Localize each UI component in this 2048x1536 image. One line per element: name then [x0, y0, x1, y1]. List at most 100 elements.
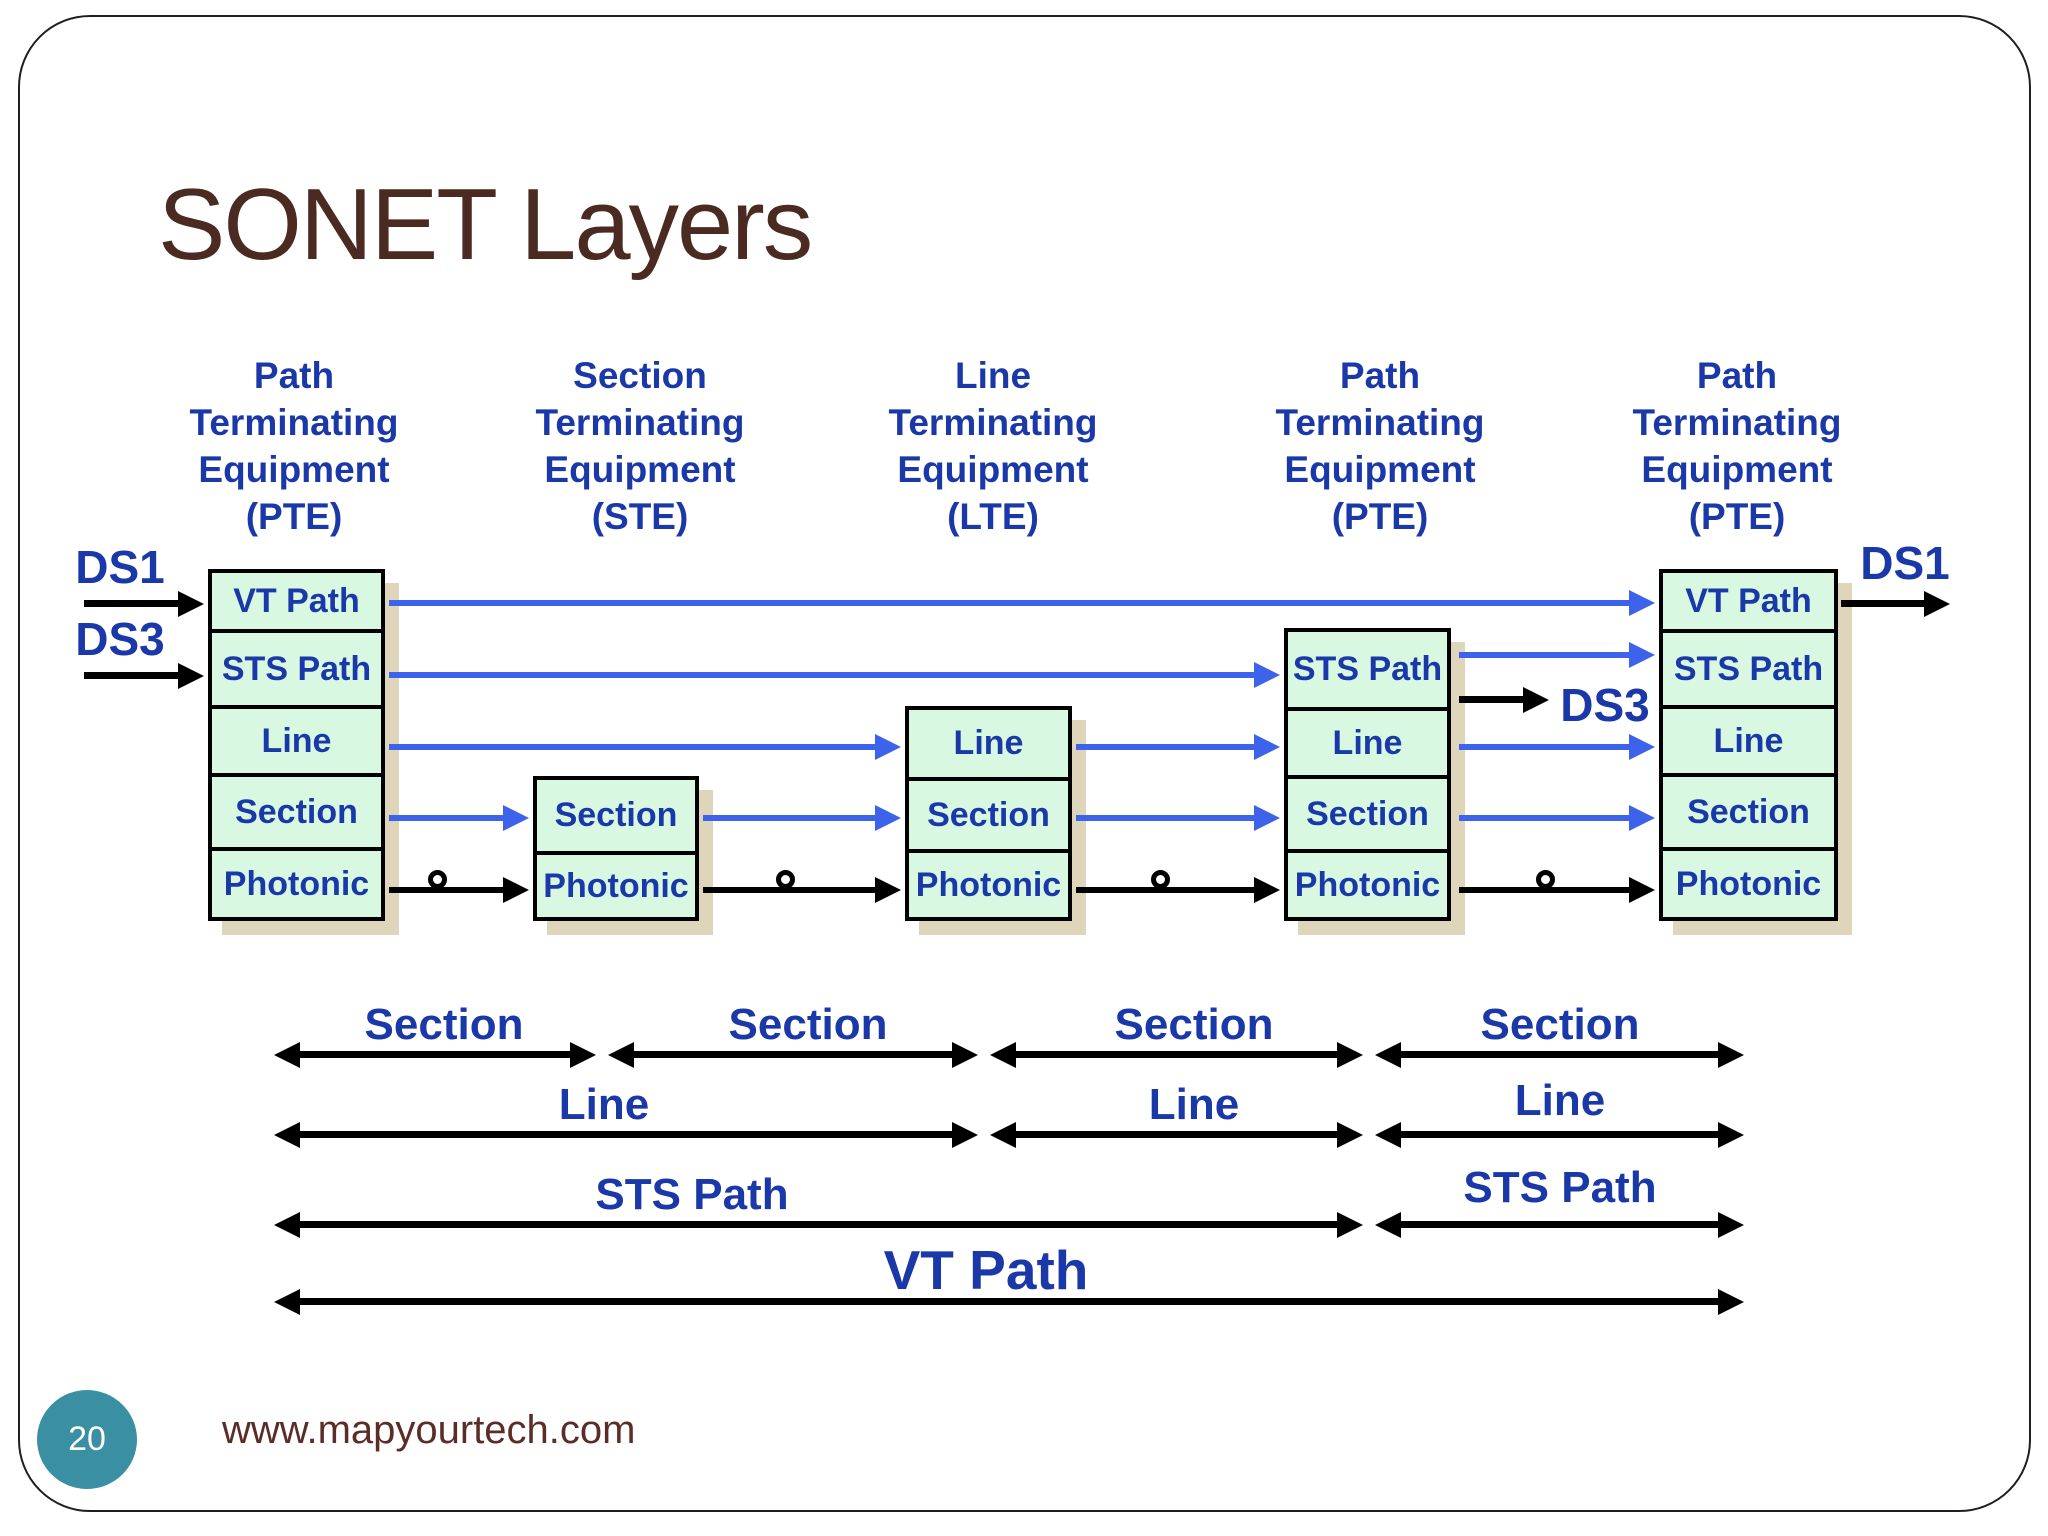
section-span-label-3: Section	[1114, 1000, 1274, 1049]
layer-row-line: Line	[1288, 707, 1447, 775]
section-arrow-2	[703, 815, 875, 821]
ds1-input-arrow	[84, 600, 178, 607]
section-arrow-1	[389, 815, 503, 821]
line-arrow-3	[1459, 744, 1629, 750]
layer-row-photonic: Photonic	[212, 847, 381, 917]
layer-label: Photonic	[543, 866, 689, 905]
ds1-input-label: DS1	[75, 541, 165, 593]
layer-label: Line	[953, 724, 1024, 762]
slide-title: SONET Layers	[158, 169, 813, 281]
layer-label: Line	[261, 721, 332, 760]
layer-row-vt-path: VT Path	[212, 573, 381, 629]
header-line: Terminating	[535, 402, 745, 443]
fiber-coil-icon-2	[776, 870, 795, 889]
header-line: (PTE)	[245, 496, 343, 537]
ds3-output-label: DS3	[1560, 679, 1650, 731]
layer-label: Section	[235, 792, 358, 831]
header-line: Terminating	[1632, 402, 1842, 443]
section-span-arrow-1	[300, 1051, 570, 1058]
equipment-header-pte-3: Path Terminating Equipment (PTE)	[1557, 352, 1917, 540]
header-line: Line	[954, 355, 1032, 396]
layer-label: VT Path	[233, 581, 360, 620]
website-text: www.mapyourtech.com	[222, 1408, 636, 1452]
photonic-arrow-2	[703, 887, 875, 893]
header-line: Path	[1696, 355, 1778, 396]
layer-stack-pte-2: STS Path Line Section Photonic	[1284, 628, 1451, 921]
equipment-header-ste: Section Terminating Equipment (STE)	[460, 352, 820, 540]
slide-frame	[18, 15, 2031, 1512]
layer-label: Section	[554, 796, 678, 834]
section-span-arrow-3	[1016, 1051, 1337, 1058]
sts-path-arrow-1	[389, 672, 1254, 678]
layer-label: Photonic	[1294, 865, 1441, 904]
line-span-arrow-3	[1401, 1131, 1718, 1138]
page-number-badge: 20	[37, 1390, 137, 1489]
section-span-arrow-2	[634, 1051, 952, 1058]
layer-label: STS Path	[1673, 649, 1824, 688]
header-line: (PTE)	[1688, 496, 1786, 537]
layer-row-section: Section	[909, 777, 1068, 849]
header-line: (PTE)	[1331, 496, 1429, 537]
header-line: Terminating	[189, 402, 399, 443]
sts-path-span-label-2: STS Path	[1463, 1163, 1657, 1212]
layer-row-photonic: Photonic	[537, 851, 695, 917]
layer-label: STS Path	[221, 649, 372, 688]
header-line: Equipment	[897, 449, 1089, 490]
line-arrow-2	[1076, 744, 1254, 750]
layer-row-sts-path: STS Path	[212, 629, 381, 705]
layer-stack-ste: Section Photonic	[533, 776, 699, 921]
header-line: Equipment	[1641, 449, 1833, 490]
line-arrow-1	[389, 744, 875, 750]
ds1-output-label: DS1	[1860, 537, 1950, 589]
layer-row-section: Section	[1288, 775, 1447, 849]
ds3-output-arrow	[1459, 696, 1523, 703]
line-span-label-3: Line	[1514, 1076, 1606, 1125]
header-line: Section	[573, 355, 707, 396]
header-line: (STE)	[591, 496, 689, 537]
ds1-output-arrow	[1841, 600, 1924, 607]
photonic-arrow-3	[1076, 887, 1254, 893]
layer-stack-pte-1: VT Path STS Path Line Section Photonic	[208, 569, 385, 921]
vt-path-span-arrow	[300, 1298, 1718, 1305]
layer-label: STS Path	[1292, 650, 1443, 688]
layer-row-section: Section	[212, 773, 381, 847]
header-line: Path	[1339, 355, 1421, 396]
vt-path-span-label: VT Path	[883, 1239, 1089, 1301]
header-line: Path	[253, 355, 335, 396]
line-span-label-2: Line	[1148, 1080, 1240, 1129]
layer-label: Line	[1713, 721, 1784, 760]
layer-label: Section	[927, 795, 1050, 834]
sts-path-arrow-2	[1459, 652, 1629, 658]
header-line: Terminating	[1275, 402, 1485, 443]
equipment-header-pte-1: Path Terminating Equipment (PTE)	[114, 352, 474, 540]
header-line: Equipment	[198, 449, 390, 490]
layer-stack-pte-3: VT Path STS Path Line Section Photonic	[1659, 569, 1838, 921]
layer-row-photonic: Photonic	[1663, 847, 1834, 917]
fiber-coil-icon-1	[428, 870, 447, 889]
equipment-header-pte-2: Path Terminating Equipment (PTE)	[1200, 352, 1560, 540]
layer-row-line: Line	[909, 710, 1068, 777]
layer-label: Photonic	[223, 864, 370, 903]
layer-label: Section	[1687, 792, 1810, 831]
layer-label: Line	[1332, 723, 1403, 762]
layer-row-line: Line	[1663, 705, 1834, 773]
sts-path-span-arrow-2	[1401, 1221, 1718, 1228]
ds3-input-arrow	[84, 672, 178, 679]
layer-row-vt-path: VT Path	[1663, 573, 1834, 629]
layer-row-line: Line	[212, 705, 381, 773]
layer-label: Photonic	[915, 865, 1062, 904]
section-span-label-1: Section	[364, 1000, 524, 1049]
vt-path-arrow	[389, 600, 1629, 606]
sts-path-span-label-1: STS Path	[595, 1170, 789, 1219]
layer-row-sts-path: STS Path	[1663, 629, 1834, 705]
photonic-arrow-1	[389, 887, 503, 893]
section-span-label-2: Section	[728, 1000, 888, 1049]
layer-row-section: Section	[1663, 773, 1834, 847]
header-line: Equipment	[1284, 449, 1476, 490]
line-span-label-1: Line	[558, 1080, 650, 1129]
layer-label: VT Path	[1685, 581, 1812, 620]
layer-label: Photonic	[1675, 864, 1822, 903]
layer-row-sts-path: STS Path	[1288, 632, 1447, 707]
equipment-header-lte: Line Terminating Equipment (LTE)	[813, 352, 1173, 540]
sts-path-span-arrow-1	[300, 1221, 1337, 1228]
